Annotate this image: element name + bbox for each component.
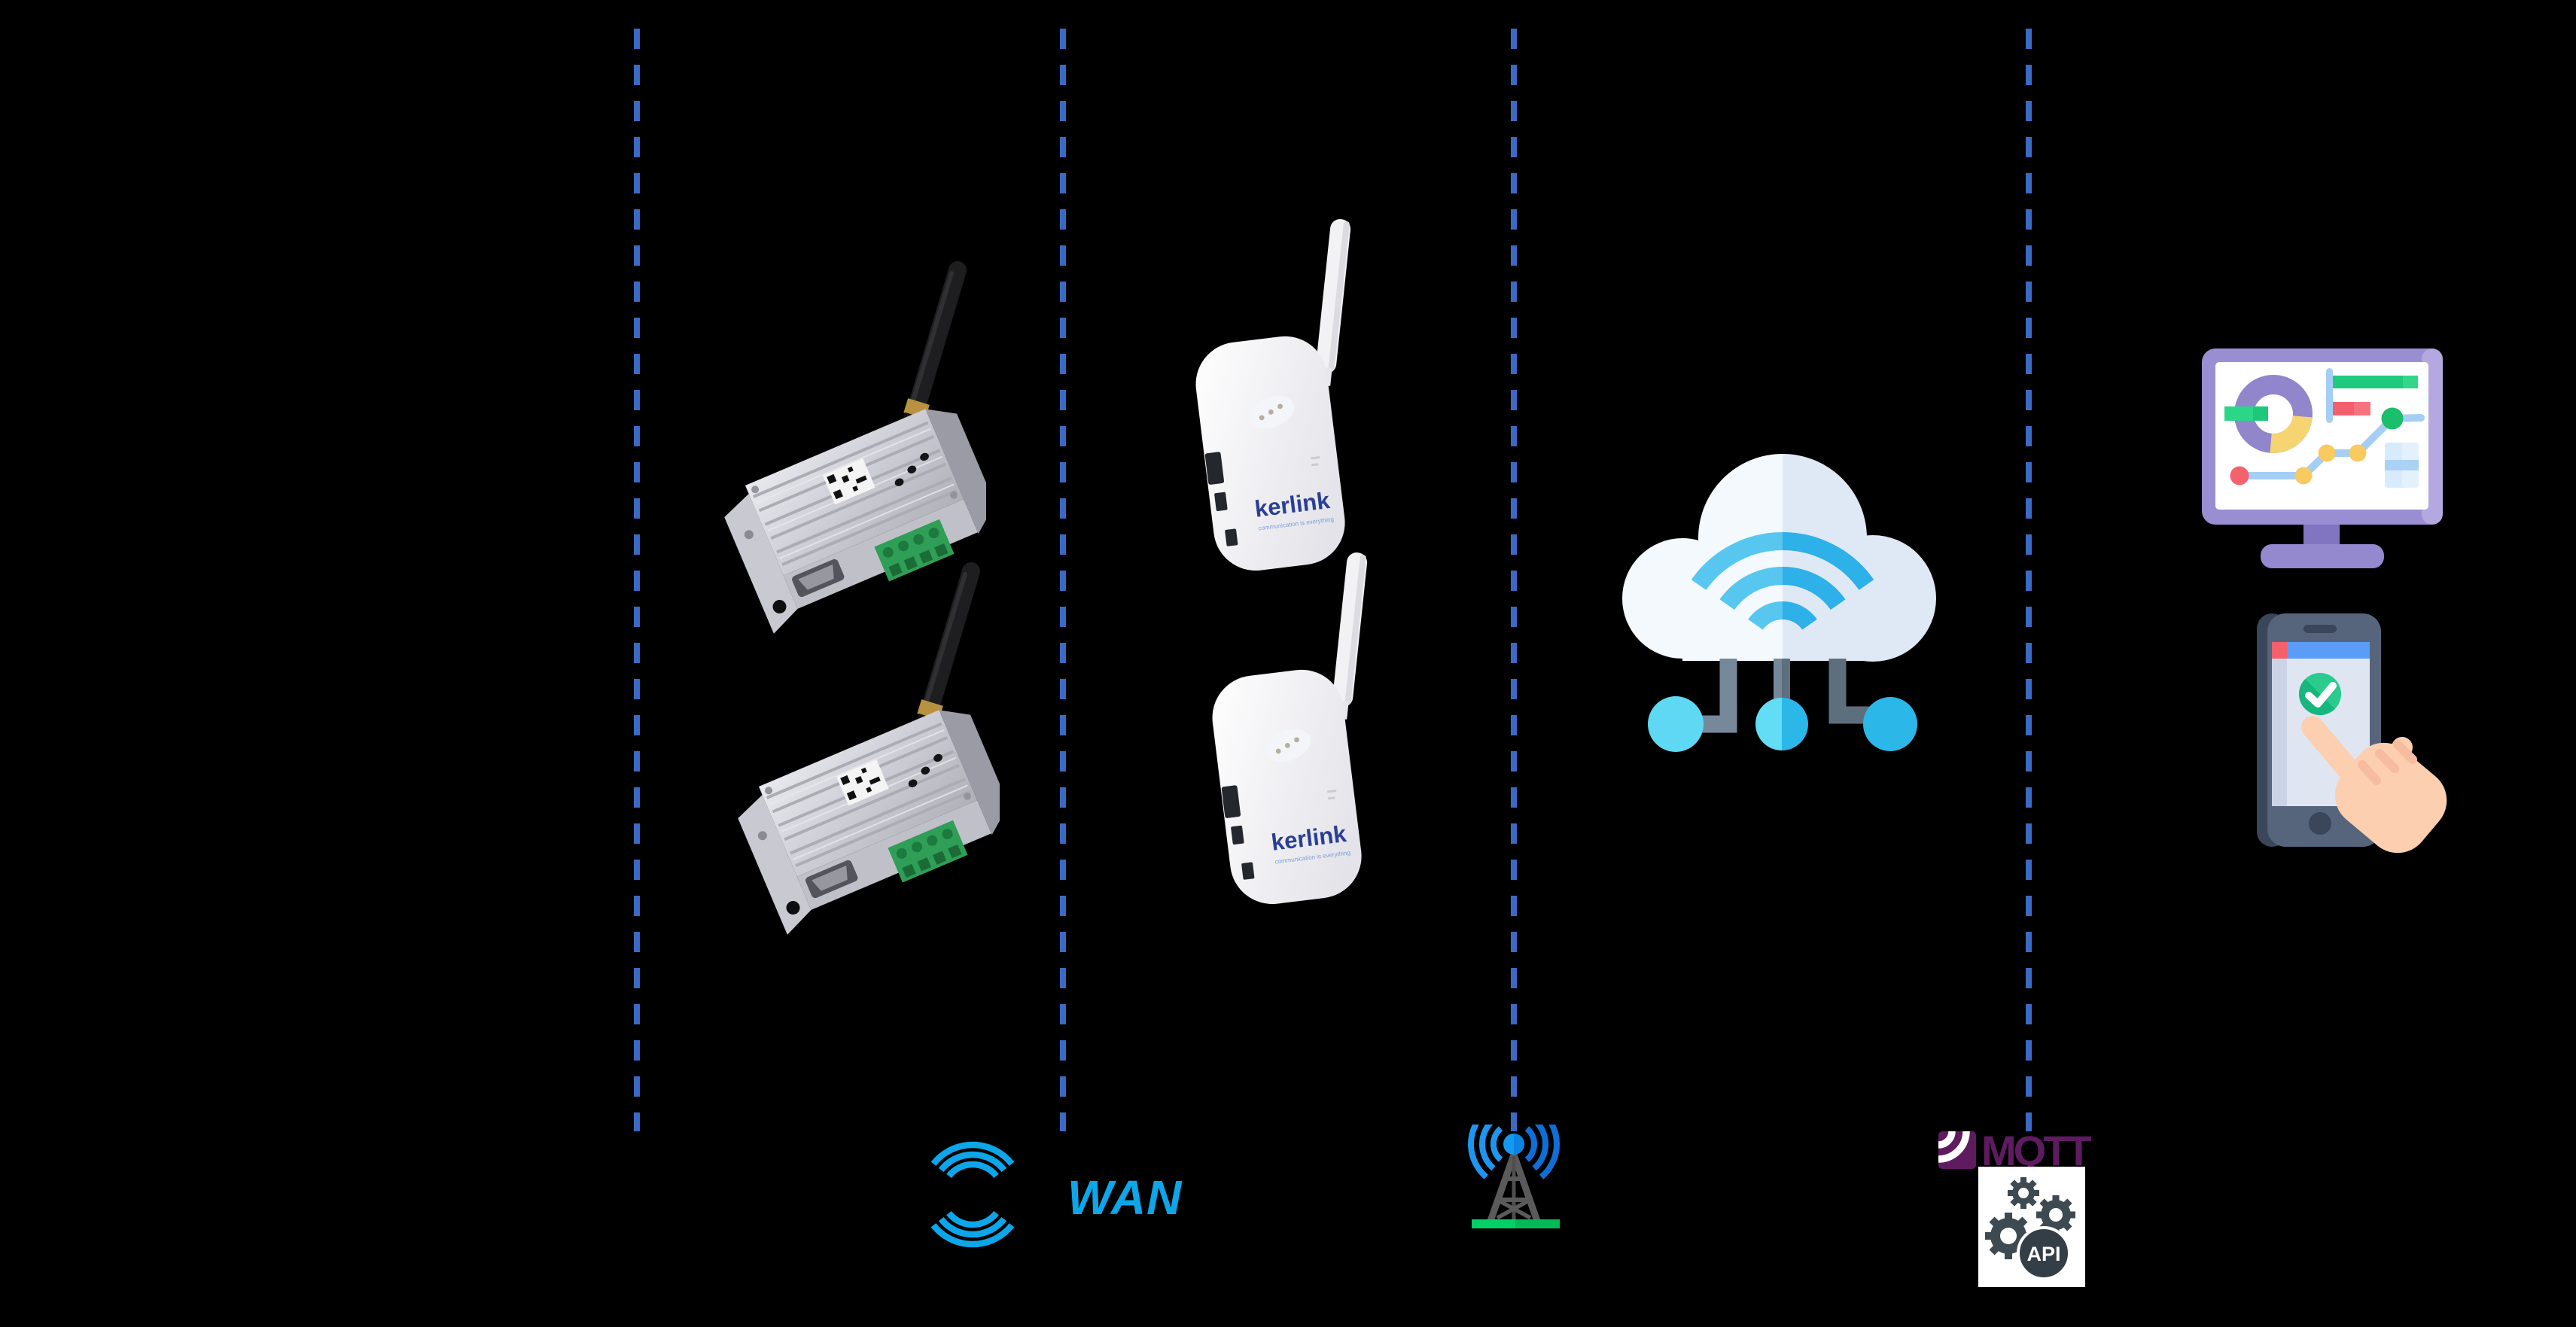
monitor-dashboard-icon bbox=[2202, 348, 2443, 568]
radio-tower-icon bbox=[1468, 1125, 1560, 1228]
tower-base bbox=[1472, 1219, 1560, 1228]
kerlink-gateway-icon bbox=[1207, 551, 1369, 909]
network-node bbox=[1863, 697, 1917, 751]
separator-line-3 bbox=[1511, 29, 1517, 1131]
mqtt-logo: MQTT bbox=[1938, 1128, 2094, 1174]
bar-chart bbox=[2326, 368, 2418, 423]
lorawan-link-logo: WAN bbox=[930, 1141, 1183, 1248]
separator-line-4 bbox=[2026, 29, 2032, 1131]
home-button bbox=[2309, 812, 2331, 835]
wan-label: WAN bbox=[1067, 1170, 1183, 1225]
tower-beacon bbox=[1503, 1134, 1524, 1155]
green-bar bbox=[2224, 406, 2268, 421]
api-badge: API bbox=[2017, 1226, 2071, 1280]
mqtt-signal-square-icon bbox=[1938, 1131, 1976, 1169]
lora-signal-arcs-icon bbox=[930, 1141, 1015, 1248]
separator-line-2 bbox=[1060, 29, 1066, 1131]
cloud-connectors bbox=[1648, 659, 1917, 752]
api-label: API bbox=[2026, 1243, 2060, 1265]
check-circle-icon bbox=[2298, 673, 2341, 716]
wifi-cloud-icon bbox=[1622, 454, 1936, 752]
mqtt-label: MQTT bbox=[1981, 1128, 2091, 1174]
lora-modem-icon bbox=[729, 561, 1000, 982]
phone-touch-check-icon bbox=[2257, 613, 2447, 854]
network-node bbox=[1648, 696, 1704, 752]
network-node bbox=[1755, 698, 1808, 750]
separator-line-1 bbox=[634, 29, 640, 1131]
mini-table bbox=[2385, 443, 2419, 488]
line-chart bbox=[2230, 407, 2425, 485]
wifi-arcs-icon bbox=[1691, 532, 1874, 631]
tower-lattice bbox=[1487, 1153, 1541, 1222]
api-gears-icon: API bbox=[1978, 1167, 2085, 1287]
kerlink-gateway-icon bbox=[1191, 218, 1352, 576]
touch-hand-icon bbox=[2301, 716, 2447, 854]
